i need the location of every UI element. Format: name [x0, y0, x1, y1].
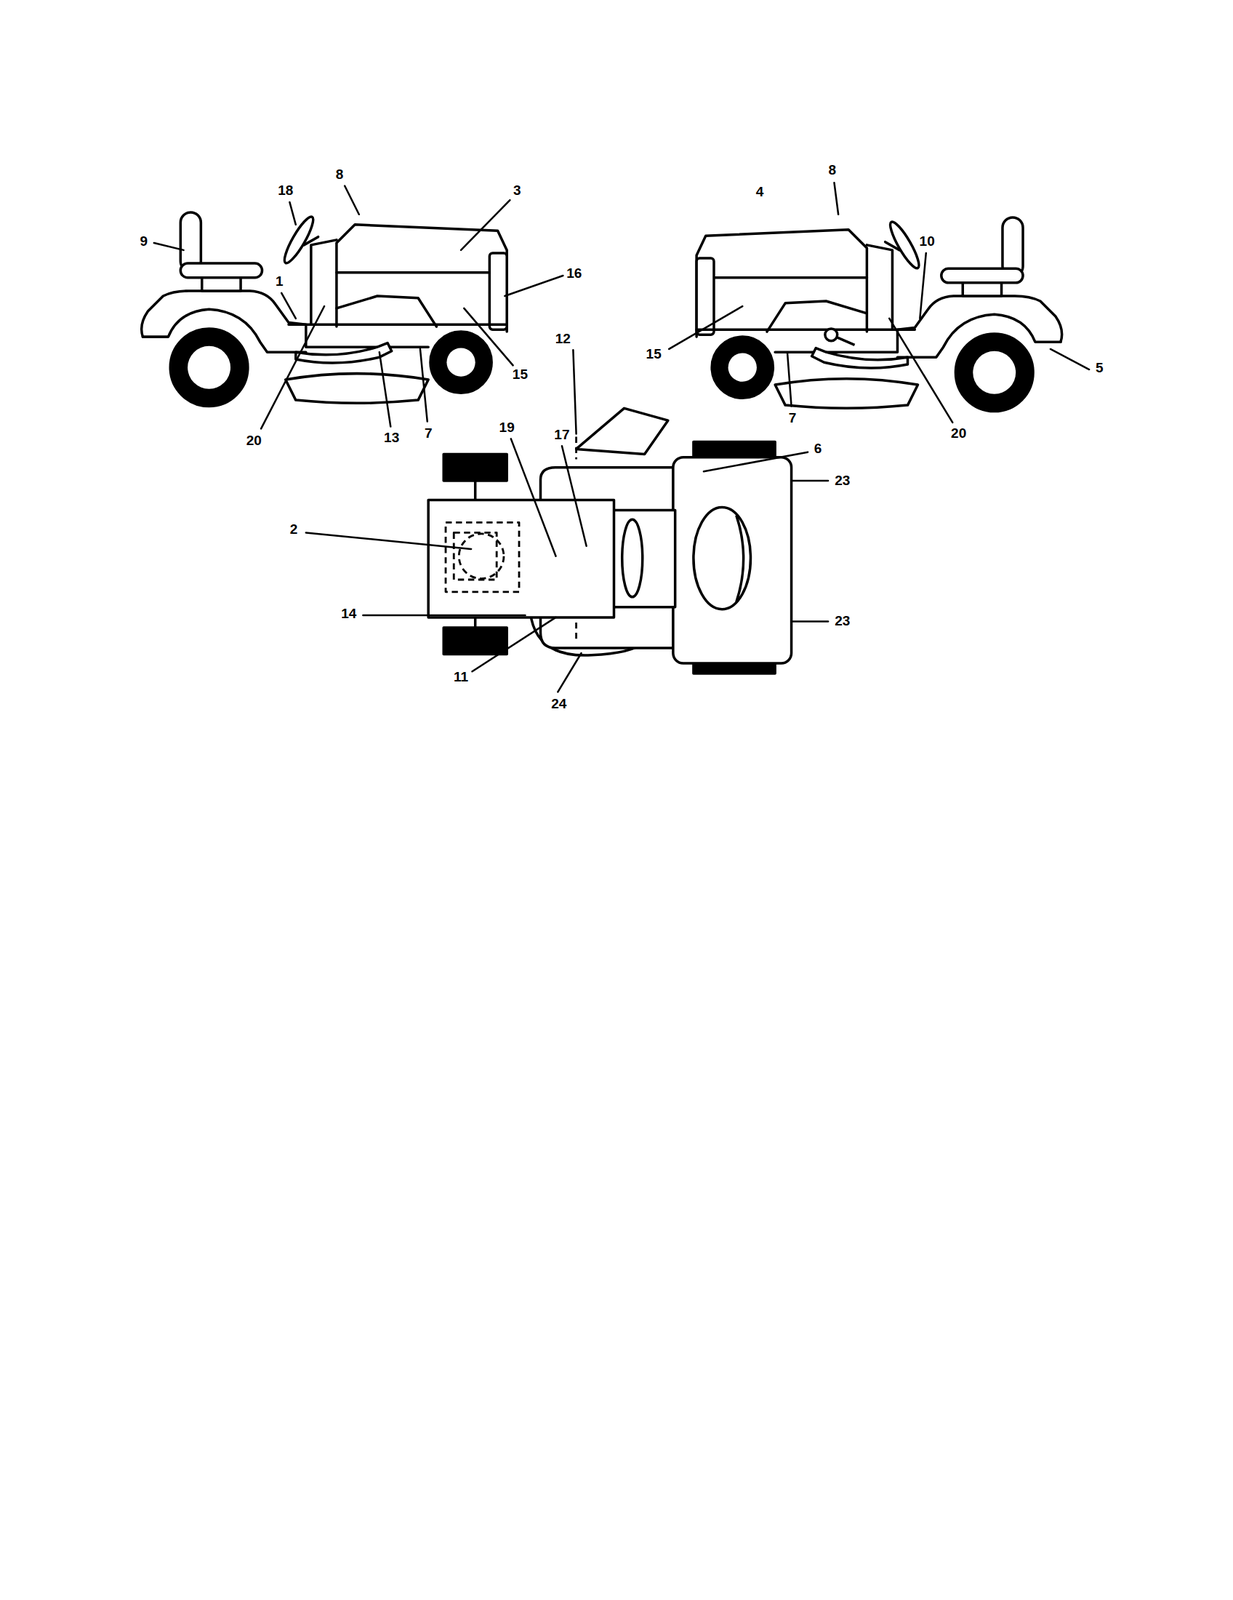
callout-number: 16 — [564, 266, 584, 282]
callout-number: 13 — [382, 429, 401, 445]
callout-number: 7 — [423, 426, 435, 442]
callout-number: 2 — [288, 521, 300, 538]
callout-number: 15 — [644, 346, 664, 362]
callout-number: 18 — [276, 183, 295, 199]
callout-number: 17 — [552, 426, 571, 443]
callout-number: 19 — [497, 419, 517, 435]
callout-number: 20 — [245, 433, 264, 449]
callout-number: 12 — [553, 330, 573, 347]
callout-number: 7 — [787, 410, 799, 427]
callout-number: 5 — [1094, 360, 1106, 376]
callout-number: 23 — [833, 472, 852, 488]
callout-number: 8 — [826, 162, 838, 179]
callout-number: 8 — [334, 166, 346, 182]
callout-number: 14 — [339, 606, 358, 622]
callout-number: 23 — [833, 613, 852, 629]
callout-number: 24 — [549, 695, 568, 712]
callout-number: 9 — [138, 234, 150, 250]
callout-number: 11 — [452, 669, 470, 685]
callout-number: 15 — [511, 366, 530, 382]
callout-number: 10 — [918, 234, 937, 250]
callout-number: 1 — [274, 274, 285, 290]
callout-number: 3 — [511, 183, 523, 199]
callout-number: 6 — [812, 441, 824, 457]
callout-number: 20 — [949, 426, 968, 442]
callout-number: 4 — [754, 183, 766, 200]
